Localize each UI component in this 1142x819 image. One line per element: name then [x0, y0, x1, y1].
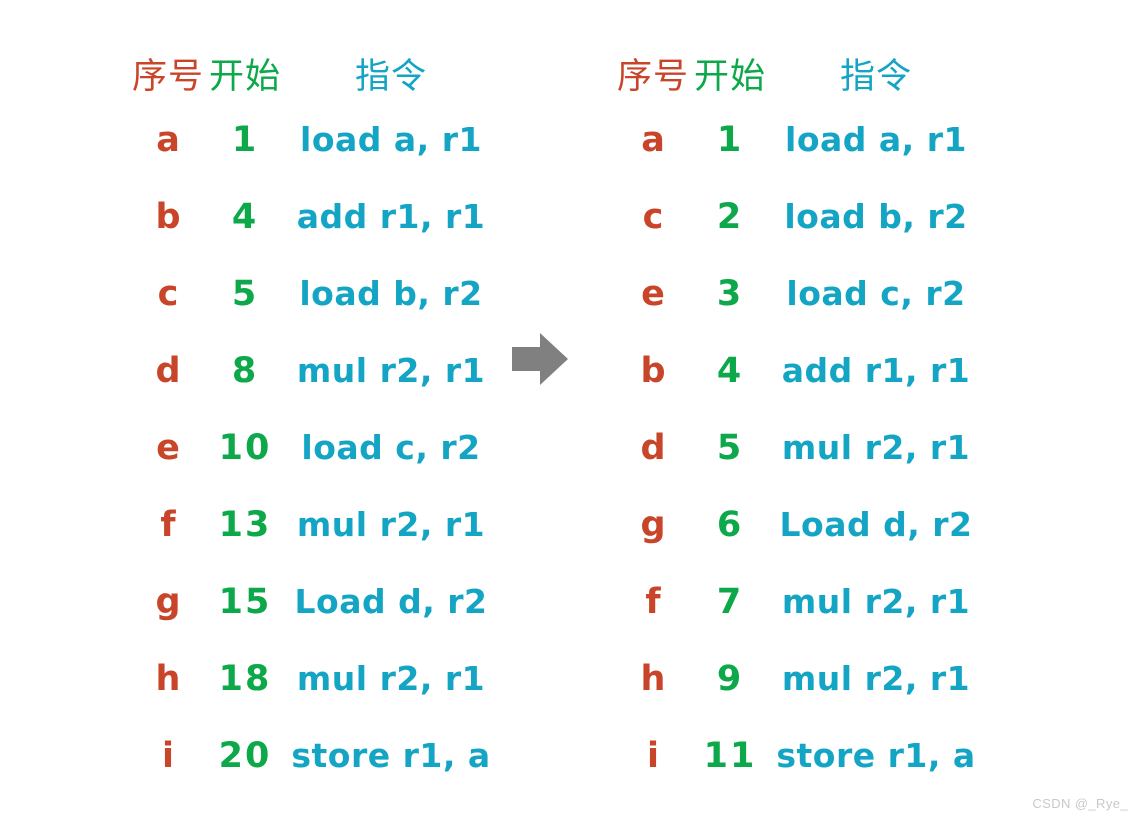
cell-sequence: f [160, 505, 176, 545]
cell-start: 7 [716, 582, 744, 622]
cell-start: 13 [218, 505, 272, 545]
table-row: i 11 store r1, a [617, 736, 981, 813]
cell-sequence: a [641, 120, 665, 160]
cell-sequence: d [155, 351, 181, 391]
table-row: a 1 load a, r1 [132, 120, 496, 197]
header-start: 开始 [208, 57, 281, 97]
table-row: h 9 mul r2, r1 [617, 659, 981, 736]
cell-sequence: e [641, 274, 665, 314]
header-sequence: 序号 [617, 57, 690, 97]
header-instruction: 指令 [354, 57, 427, 97]
cell-start: 20 [218, 736, 272, 776]
table-row: d 8 mul r2, r1 [132, 351, 496, 428]
cell-sequence: d [640, 428, 666, 468]
cell-instruction: mul r2, r1 [781, 428, 971, 467]
cell-start: 6 [716, 505, 744, 545]
cell-sequence: b [155, 197, 181, 237]
cell-start: 9 [716, 659, 744, 699]
cell-instruction: load b, r2 [299, 274, 483, 313]
cell-instruction: load a, r1 [785, 120, 967, 159]
table-header-row: 序号 开始 指令 [132, 48, 496, 120]
header-instruction: 指令 [839, 57, 912, 97]
cell-sequence: h [640, 659, 666, 699]
cell-sequence: i [647, 736, 659, 776]
table-row: c 2 load b, r2 [617, 197, 981, 274]
header-sequence: 序号 [132, 57, 205, 97]
cell-sequence: c [157, 274, 179, 314]
instruction-table-after: 序号 开始 指令 a 1 load a, r1 c 2 load b, r2 e… [617, 48, 981, 813]
cell-start: 1 [231, 120, 259, 160]
table-row: d 5 mul r2, r1 [617, 428, 981, 505]
table-row: g 6 Load d, r2 [617, 505, 981, 582]
cell-instruction: load a, r1 [300, 120, 482, 159]
cell-sequence: h [155, 659, 181, 699]
table-row: f 7 mul r2, r1 [617, 582, 981, 659]
cell-start: 5 [716, 428, 744, 468]
cell-instruction: store r1, a [776, 736, 976, 775]
cell-start: 15 [218, 582, 272, 622]
cell-sequence: b [640, 351, 666, 391]
cell-instruction: Load d, r2 [294, 582, 488, 621]
cell-sequence: c [642, 197, 664, 237]
cell-instruction: load c, r2 [786, 274, 966, 313]
table-header-row: 序号 开始 指令 [617, 48, 981, 120]
header-start: 开始 [693, 57, 766, 97]
cell-start: 2 [716, 197, 744, 237]
cell-sequence: f [645, 582, 661, 622]
cell-sequence: i [162, 736, 174, 776]
cell-instruction: mul r2, r1 [296, 659, 486, 698]
cell-instruction: mul r2, r1 [296, 505, 486, 544]
table-row: g 15 Load d, r2 [132, 582, 496, 659]
cell-start: 1 [716, 120, 744, 160]
cell-instruction: store r1, a [291, 736, 491, 775]
cell-sequence: a [156, 120, 180, 160]
cell-start: 3 [716, 274, 744, 314]
table-row: f 13 mul r2, r1 [132, 505, 496, 582]
cell-start: 5 [231, 274, 259, 314]
table-row: h 18 mul r2, r1 [132, 659, 496, 736]
cell-instruction: load c, r2 [301, 428, 481, 467]
cell-instruction: mul r2, r1 [781, 659, 971, 698]
cell-start: 18 [218, 659, 272, 699]
cell-instruction: mul r2, r1 [781, 582, 971, 621]
table-row: i 20 store r1, a [132, 736, 496, 813]
cell-instruction: mul r2, r1 [296, 351, 486, 390]
cell-instruction: Load d, r2 [779, 505, 973, 544]
cell-start: 4 [231, 197, 259, 237]
table-row: c 5 load b, r2 [132, 274, 496, 351]
watermark: CSDN @_Rye_ [1032, 796, 1128, 811]
instruction-table-before: 序号 开始 指令 a 1 load a, r1 b 4 add r1, r1 c… [132, 48, 496, 813]
table-row: e 10 load c, r2 [132, 428, 496, 505]
cell-instruction: add r1, r1 [781, 351, 971, 390]
cell-instruction: load b, r2 [784, 197, 968, 236]
cell-start: 11 [703, 736, 757, 776]
cell-sequence: g [155, 582, 181, 622]
arrow-right-icon [510, 330, 570, 388]
cell-start: 10 [218, 428, 272, 468]
table-row: a 1 load a, r1 [617, 120, 981, 197]
table-row: b 4 add r1, r1 [132, 197, 496, 274]
cell-instruction: add r1, r1 [296, 197, 486, 236]
cell-start: 4 [716, 351, 744, 391]
table-row: b 4 add r1, r1 [617, 351, 981, 428]
cell-start: 8 [231, 351, 259, 391]
cell-sequence: g [640, 505, 666, 545]
table-row: e 3 load c, r2 [617, 274, 981, 351]
cell-sequence: e [156, 428, 180, 468]
